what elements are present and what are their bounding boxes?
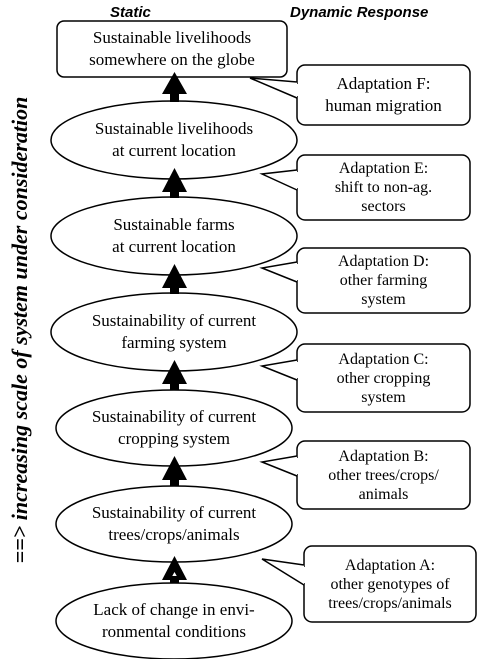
node-label-4-line1: Sustainability of current <box>91 407 257 426</box>
adaptation-a-desc-1: other genotypes of <box>330 575 450 593</box>
node-label-4-line2: cropping system <box>118 429 230 448</box>
node-label-2-line2: at current location <box>112 237 236 256</box>
adaptation-c-desc-1: other cropping <box>336 369 431 387</box>
adaptation-c-title: Adaptation C: <box>338 350 429 368</box>
node-label-2-line1: Sustainable farms <box>113 215 235 234</box>
arrow-up-3 <box>162 264 187 294</box>
node-label-4: Sustainability of current cropping syste… <box>56 394 292 462</box>
node-label-0-line2: somewhere on the globe <box>89 50 255 69</box>
adaptation-f-desc: human migration <box>325 96 442 115</box>
adaptation-b-title: Adaptation B: <box>338 447 429 465</box>
adaptation-b-desc-2: animals <box>358 485 409 503</box>
adaptation-f: Adaptation F: human migration <box>297 65 470 125</box>
adaptation-a: Adaptation A: other genotypes of trees/c… <box>304 546 476 622</box>
callout-shape-2 <box>259 247 471 314</box>
adaptation-e-title: Adaptation E: <box>338 160 429 177</box>
adaptation-c: Adaptation C: other cropping system <box>297 344 470 412</box>
header-dynamic-response: Dynamic Response <box>290 4 429 21</box>
node-label-6: Lack of change in envi- ronmental condit… <box>56 587 292 655</box>
adaptation-d-title: Adaptation D: <box>337 253 430 270</box>
adaptation-d-desc-2: system <box>361 291 406 308</box>
callout-shape-4 <box>259 440 471 510</box>
node-label-2: Sustainable farms at current location <box>51 201 297 271</box>
callout-shape-3 <box>259 343 471 413</box>
arrow-up-5 <box>162 456 187 486</box>
node-label-1-line2: at current location <box>112 141 236 160</box>
adaptation-e-desc-1: shift to non-ag. <box>334 179 433 196</box>
adaptation-b-desc-1: other trees/crops/ <box>328 466 439 484</box>
node-label-6-line1: Lack of change in envi- <box>93 600 255 619</box>
adaptation-a-desc-2: trees/crops/animals <box>328 594 452 612</box>
node-label-5: Sustainability of current trees/crops/an… <box>56 490 292 558</box>
adaptation-e: Adaptation E: shift to non-ag. sectors <box>297 155 470 220</box>
adaptation-e-desc-2: sectors <box>361 198 406 215</box>
node-label-3: Sustainability of current farming system <box>51 297 297 367</box>
node-label-0: Sustainable livelihoods somewhere on the… <box>57 21 287 77</box>
node-label-3-line1: Sustainability of current <box>91 311 257 330</box>
callout-shape-5 <box>261 545 477 623</box>
adaptation-d: Adaptation D: other farming system <box>297 248 470 313</box>
axis-label-increasing-scale: ==> increasing scale of system under con… <box>7 96 32 564</box>
arrow-up-4 <box>162 360 187 390</box>
arrow-up-6 <box>162 556 187 583</box>
node-label-3-line2: farming system <box>121 333 227 352</box>
adaptation-f-title: Adaptation F: <box>336 74 431 93</box>
node-label-6-line2: ronmental conditions <box>101 622 246 641</box>
node-label-5-line2: trees/crops/animals <box>108 525 240 544</box>
adaptation-a-title: Adaptation A: <box>344 556 436 574</box>
node-label-1-line1: Sustainable livelihoods <box>94 119 254 138</box>
node-label-5-line1: Sustainability of current <box>91 503 257 522</box>
node-label-0-line1: Sustainable livelihoods <box>92 28 252 47</box>
arrow-up-2 <box>162 168 187 198</box>
adaptation-d-desc-1: other farming <box>339 272 428 289</box>
adaptation-c-desc-2: system <box>361 388 406 406</box>
node-label-1: Sustainable livelihoods at current locat… <box>51 105 297 175</box>
adaptation-b: Adaptation B: other trees/crops/ animals <box>297 441 470 509</box>
arrow-up-1 <box>162 72 187 102</box>
callout-shape-0 <box>249 64 471 126</box>
callout-shape-1 <box>259 154 471 221</box>
header-static: Static <box>110 4 151 21</box>
